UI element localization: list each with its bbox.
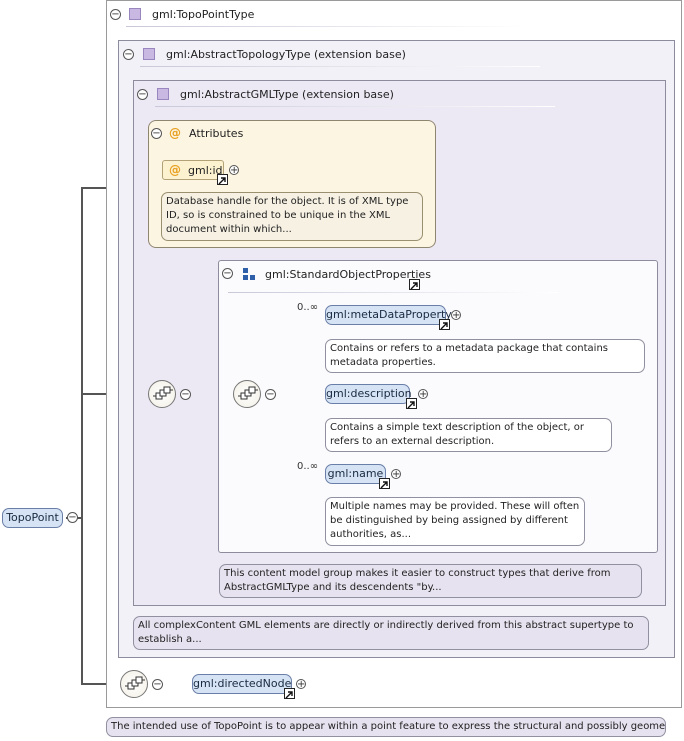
complex-type-icon <box>129 8 141 20</box>
topo-point-type-title: gml:TopoPointType <box>152 8 255 21</box>
title-underline <box>126 26 526 27</box>
complex-type-icon <box>157 88 169 100</box>
link-arrow-icon[interactable] <box>217 174 228 185</box>
collapse-icon[interactable]: − <box>152 679 163 690</box>
collapse-icon[interactable]: − <box>137 89 148 100</box>
group-icon <box>243 268 256 281</box>
expand-icon[interactable]: + <box>418 389 428 400</box>
attribute-icon: @ <box>169 126 181 140</box>
collapse-icon[interactable]: − <box>265 389 276 400</box>
expand-icon[interactable]: + <box>451 310 461 321</box>
attribute-gml-id-label: gml:id <box>188 164 223 177</box>
expand-icon[interactable]: + <box>296 679 306 690</box>
attributes-title: Attributes <box>189 127 244 140</box>
occurrence-label: 0..∞ <box>297 302 319 313</box>
abstract-topology-type-title: gml:AbstractTopologyType (extension base… <box>166 48 406 61</box>
element-directednode[interactable]: gml:directedNode <box>192 674 292 694</box>
element-description[interactable]: gml:description <box>325 384 412 404</box>
title-underline <box>228 292 558 293</box>
gml-id-doc: Database handle for the object. It is of… <box>161 192 423 241</box>
group-doc: This content model group makes it easier… <box>219 564 642 598</box>
title-underline <box>155 106 555 107</box>
expand-icon[interactable]: + <box>229 165 239 176</box>
collapse-icon[interactable]: − <box>110 9 121 20</box>
occurrence-label: 0..∞ <box>297 461 319 472</box>
description-doc: Contains a simple text description of th… <box>325 418 612 452</box>
sequence-compositor-icon[interactable] <box>233 380 261 408</box>
collapse-icon[interactable]: − <box>222 268 233 279</box>
expand-icon[interactable]: + <box>391 469 401 480</box>
link-arrow-icon[interactable] <box>439 319 450 330</box>
collapse-icon[interactable]: − <box>123 49 134 60</box>
attribute-gml-id[interactable] <box>162 160 224 180</box>
abstract-gml-type-title: gml:AbstractGMLType (extension base) <box>180 88 394 101</box>
root-element-topopoint[interactable]: TopoPoint <box>2 508 63 528</box>
link-arrow-icon[interactable] <box>379 478 390 489</box>
collapse-icon[interactable]: − <box>151 128 162 139</box>
sequence-compositor-icon[interactable] <box>148 380 176 408</box>
link-arrow-icon[interactable] <box>406 398 417 409</box>
collapse-icon[interactable]: − <box>180 389 191 400</box>
metadataproperty-doc: Contains or refers to a metadata package… <box>325 339 645 373</box>
link-arrow-icon[interactable] <box>409 279 420 290</box>
collapse-icon[interactable]: − <box>67 512 78 523</box>
element-name[interactable]: gml:name <box>325 464 386 484</box>
title-underline <box>140 66 540 67</box>
sequence-compositor-icon[interactable] <box>120 670 148 698</box>
link-arrow-icon[interactable] <box>284 688 295 699</box>
group-title: gml:StandardObjectProperties <box>265 268 431 281</box>
abstract-gml-type-doc: All complexContent GML elements are dire… <box>133 616 649 650</box>
name-doc: Multiple names may be provided. These wi… <box>325 497 585 546</box>
complex-type-icon <box>143 48 155 60</box>
attribute-icon: @ <box>169 163 181 177</box>
topopoint-doc: The intended use of TopoPoint is to appe… <box>106 717 666 737</box>
element-metadataproperty[interactable]: gml:metaDataProperty <box>325 305 452 325</box>
